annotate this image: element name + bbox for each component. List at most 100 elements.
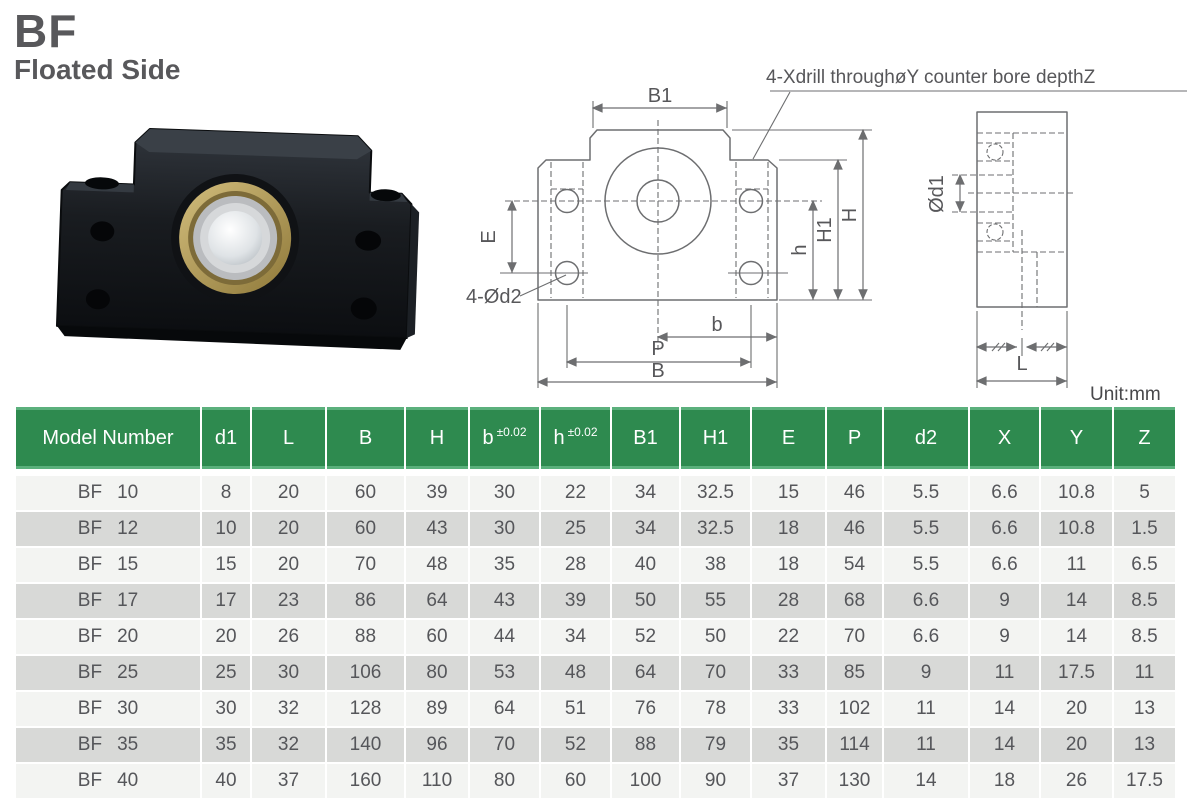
spec-value-cell: 11 [884, 728, 968, 762]
spec-value-cell: 28 [752, 584, 825, 618]
spec-value-cell: 100 [612, 764, 679, 798]
spec-value-cell: 9 [970, 620, 1039, 654]
spec-value-cell: 30 [470, 512, 539, 546]
spec-value-cell: 22 [541, 476, 610, 510]
spec-value-cell: 20 [252, 476, 325, 510]
spec-value-cell: 53 [470, 656, 539, 690]
spec-value-cell: 10.8 [1041, 476, 1112, 510]
spec-value-cell: 79 [681, 728, 750, 762]
spec-value-cell: 20 [1041, 692, 1112, 726]
spec-value-cell: 5 [1114, 476, 1175, 510]
front-view-drawing: B1 E 4-Ød2 b P B h H1 H [466, 85, 872, 388]
bolt-holes [85, 221, 382, 320]
spec-value-cell: 55 [681, 584, 750, 618]
spec-value-cell: 60 [327, 476, 404, 510]
spec-value-cell: 5.5 [884, 548, 968, 582]
spec-value-cell: 48 [541, 656, 610, 690]
spec-value-cell: 20 [252, 512, 325, 546]
bearing [171, 174, 300, 303]
spec-value-cell: 35 [752, 728, 825, 762]
spec-value-cell: 14 [1041, 584, 1112, 618]
spec-value-cell: 9 [884, 656, 968, 690]
col-header-B: B [327, 407, 404, 469]
spec-value-cell: 9 [970, 584, 1039, 618]
callout-leader-line [752, 91, 791, 160]
spec-value-cell: 11 [970, 656, 1039, 690]
spec-value-cell: 33 [752, 656, 825, 690]
spec-value-cell: 34 [612, 476, 679, 510]
spec-value-cell: 37 [752, 764, 825, 798]
spec-value-cell: 18 [752, 512, 825, 546]
spec-value-cell: 46 [827, 476, 882, 510]
spec-value-cell: 130 [827, 764, 882, 798]
spec-value-cell: 64 [612, 656, 679, 690]
spec-value-cell: 70 [327, 548, 404, 582]
spec-value-cell: 32.5 [681, 476, 750, 510]
spec-value-cell: 23 [252, 584, 325, 618]
spec-value-cell: 78 [681, 692, 750, 726]
spec-value-cell: 14 [1041, 620, 1112, 654]
spec-value-cell: 64 [406, 584, 468, 618]
spec-value-cell: 52 [541, 728, 610, 762]
spec-value-cell: 60 [541, 764, 610, 798]
spec-value-cell: 50 [612, 584, 679, 618]
unit-label: Unit:mm [1090, 384, 1161, 405]
spec-value-cell: 86 [327, 584, 404, 618]
spec-table: Model Number d1 L B H b±0.02 h±0.02 B1 H… [14, 405, 1177, 800]
spec-value-cell: 114 [827, 728, 882, 762]
spec-value-cell: 17 [202, 584, 250, 618]
spec-value-cell: 6.6 [970, 476, 1039, 510]
spec-value-cell: 43 [470, 584, 539, 618]
spec-value-cell: 70 [827, 620, 882, 654]
spec-value-cell: 26 [1041, 764, 1112, 798]
col-header-Z: Z [1114, 407, 1175, 469]
spec-value-cell: 39 [541, 584, 610, 618]
spec-value-cell: 106 [327, 656, 404, 690]
col-header-E: E [752, 407, 825, 469]
spec-value-cell: 140 [327, 728, 404, 762]
spec-value-cell: 10 [202, 512, 250, 546]
dim-label-B1: B1 [648, 85, 672, 107]
spec-value-cell: 35 [470, 548, 539, 582]
spec-value-cell: 30 [252, 656, 325, 690]
spec-value-cell: 18 [752, 548, 825, 582]
spec-value-cell: 15 [202, 548, 250, 582]
spec-value-cell: 8.5 [1114, 620, 1175, 654]
col-header-B1: B1 [612, 407, 679, 469]
spec-value-cell: 160 [327, 764, 404, 798]
col-header-d2: d2 [884, 407, 968, 469]
spec-value-cell: 25 [202, 656, 250, 690]
col-header-model: Model Number [16, 407, 200, 469]
spec-value-cell: 13 [1114, 692, 1175, 726]
technical-drawing: 4-Xdrill throughøY counter bore depthZ [466, 67, 1187, 405]
spec-value-cell: 1.5 [1114, 512, 1175, 546]
spec-value-cell: 22 [752, 620, 825, 654]
spec-value-cell: 76 [612, 692, 679, 726]
spec-value-cell: 5.5 [884, 512, 968, 546]
col-header-P: P [827, 407, 882, 469]
spec-value-cell: 68 [827, 584, 882, 618]
col-header-h: h±0.02 [541, 407, 610, 469]
spec-value-cell: 60 [327, 512, 404, 546]
spec-value-cell: 70 [470, 728, 539, 762]
spec-value-cell: 20 [252, 548, 325, 582]
spec-value-cell: 85 [827, 656, 882, 690]
dim-label-b: b [711, 314, 722, 336]
spec-value-cell: 11 [1114, 656, 1175, 690]
dim-label-B: B [651, 360, 664, 382]
spec-value-cell: 50 [681, 620, 750, 654]
spec-value-cell: 80 [406, 656, 468, 690]
spec-value-cell: 6.6 [884, 620, 968, 654]
spec-value-cell: 40 [612, 548, 679, 582]
pillow-block-body [55, 127, 420, 350]
